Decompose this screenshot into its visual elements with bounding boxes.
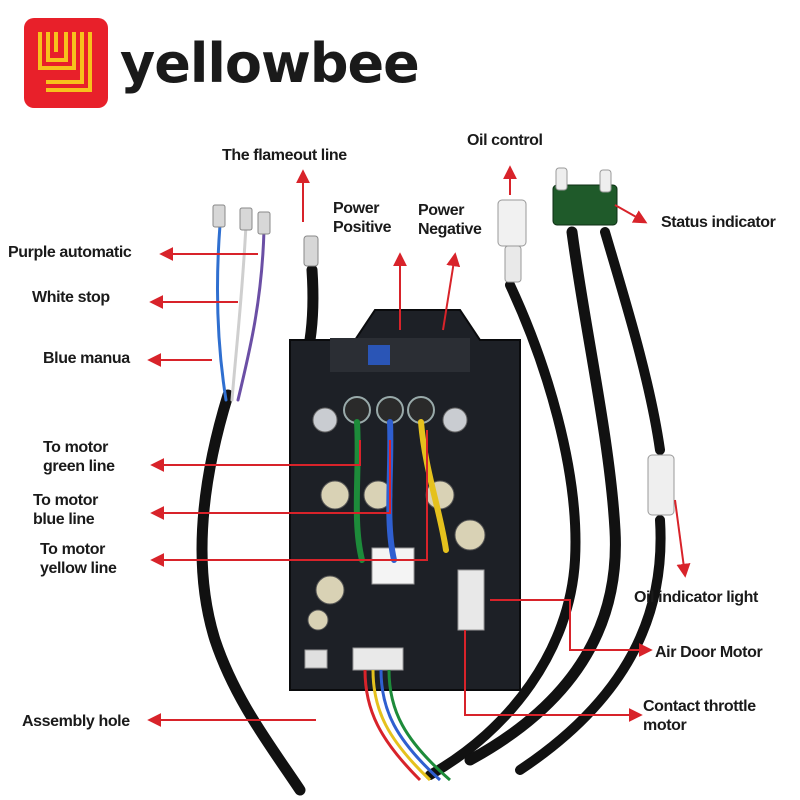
blue-line-label: To motor blue line — [33, 492, 98, 528]
purple-automatic-label: Purple automatic — [8, 244, 132, 261]
contact-throttle-arrow — [464, 630, 643, 722]
green-line-arrow — [150, 440, 361, 472]
purple-terminal — [257, 211, 271, 235]
assembly-hole — [304, 649, 328, 669]
oil-indicator-cable — [515, 515, 666, 775]
purple-wire — [236, 228, 266, 402]
white-stop-label: White stop — [32, 289, 110, 306]
status-indicator-label: Status indicator — [661, 214, 776, 231]
status-cable-left — [464, 226, 621, 766]
flameout-line-label: The flameout line — [222, 147, 347, 164]
assembly-hole-label: Assembly hole — [22, 713, 130, 730]
oil-control-cable — [425, 280, 581, 780]
air-door-socket — [457, 569, 485, 631]
oil-indicator-light-label: Oil indicator light — [634, 589, 758, 606]
white-wire — [230, 223, 248, 402]
brand-name: yellowbee — [120, 31, 420, 95]
power-positive-label: Power Positive — [333, 200, 392, 236]
yellow-motor-wire — [418, 419, 449, 553]
yellow-line-label: To motor yellow line — [40, 541, 117, 577]
air-door-arrow — [490, 599, 653, 657]
green-motor-wire — [353, 419, 365, 563]
blue-manua-label: Blue manua — [43, 350, 130, 367]
white-terminal — [239, 207, 253, 231]
flameout-terminal — [303, 235, 319, 267]
oil-indicator-connector — [647, 454, 675, 516]
board-label-sticker — [371, 547, 415, 585]
blue-wire — [216, 223, 228, 402]
throttle-socket — [352, 647, 404, 671]
air-door-motor-label: Air Door Motor — [655, 644, 763, 661]
status-indicator-arrow — [614, 204, 648, 224]
yellow-line-arrow — [150, 430, 428, 567]
oil-indicator-arrow — [674, 499, 691, 578]
power-negative-label: Power Negative — [418, 202, 482, 238]
power-negative-arrow — [442, 252, 461, 331]
left-wire-bundle — [196, 389, 306, 796]
blue-component — [368, 345, 390, 365]
brand-header: yellowbee — [24, 18, 420, 108]
blue-terminal — [212, 204, 226, 228]
oil-control-label: Oil control — [467, 132, 543, 149]
blue-line-arrow — [150, 440, 391, 520]
flameout-cable — [304, 264, 319, 346]
controller-board — [289, 309, 521, 691]
green-line-label: To motor green line — [43, 439, 115, 475]
status-cable-right — [600, 227, 665, 455]
contact-throttle-label: Contact throttle motor — [643, 698, 756, 734]
yellowbee-logo-icon — [24, 18, 108, 108]
oil-control-connector — [497, 199, 527, 247]
